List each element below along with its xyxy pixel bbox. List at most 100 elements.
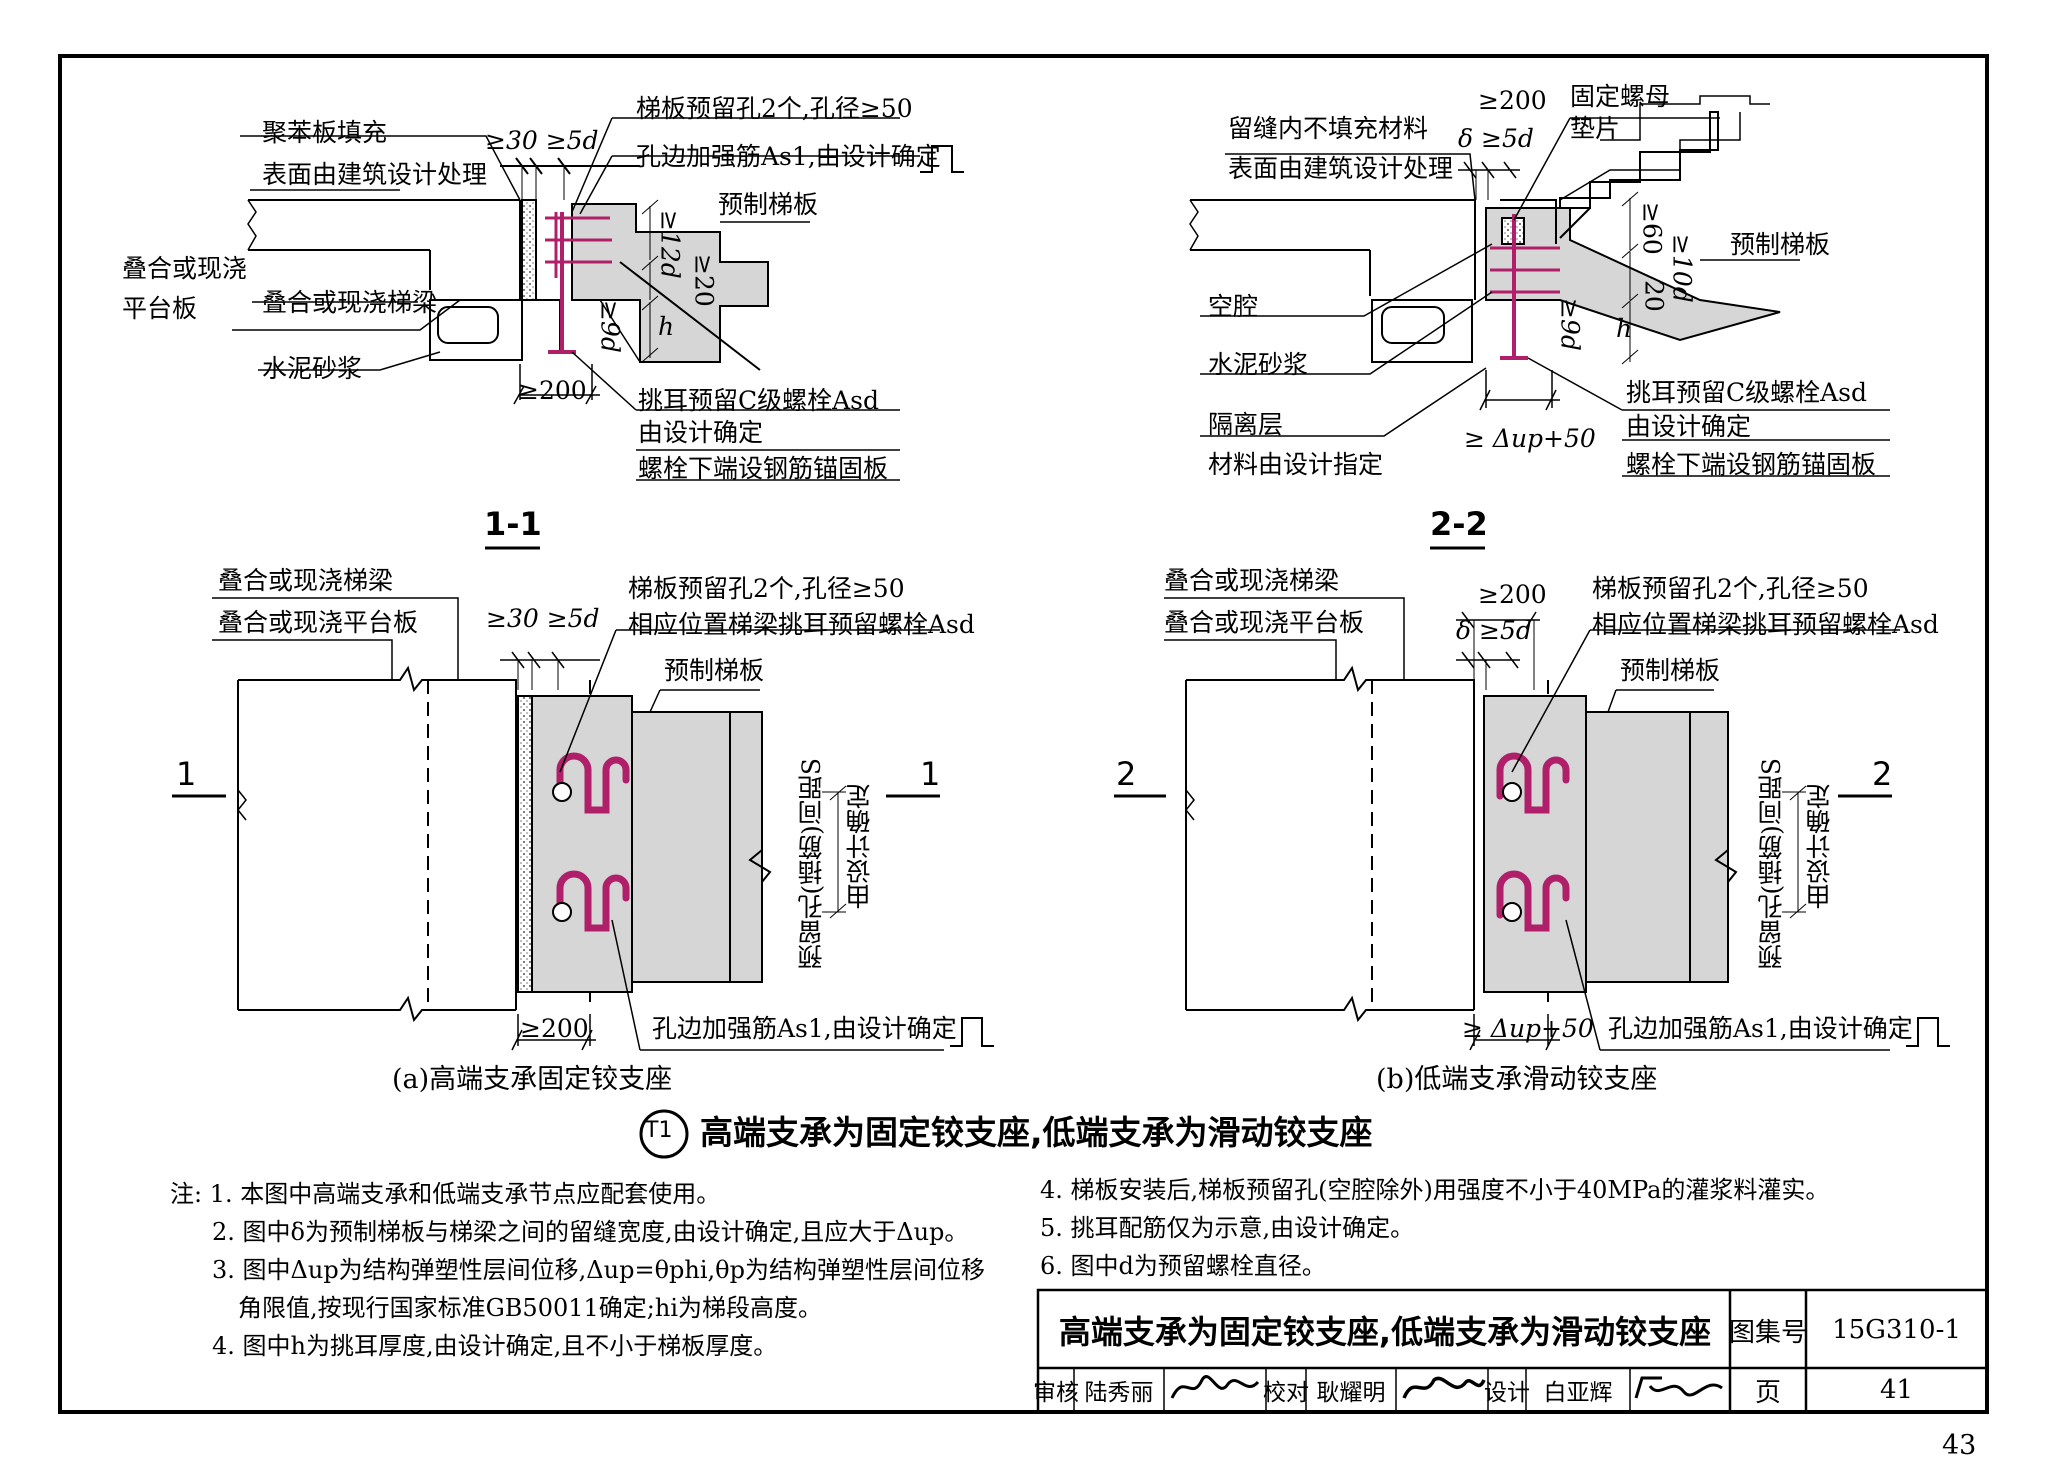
label-dim-h-2: h — [1616, 314, 1633, 343]
caption-plan-a: (a)高端支承固定铰支座 — [392, 1064, 673, 1095]
title-block-frame — [1036, 1288, 1989, 1414]
caption-plan-b: (b)低端支承滑动铰支座 — [1376, 1064, 1658, 1095]
label-plan-b-holes: 梯板预留孔2个,孔径≥50 — [1592, 574, 1869, 603]
label-plan-a-spacing: 预留孔(插筋)间距S — [797, 758, 826, 970]
label-plan-b-holes-2: 相应位置梯梁挑耳预留螺栓Asd — [1592, 610, 1939, 639]
page-number: 43 — [1942, 1430, 1977, 1461]
label-plan-a-beam: 叠合或现浇梯梁 — [218, 566, 394, 595]
title-block-designer: 白亚辉 — [1543, 1380, 1613, 1406]
label-plan-b-delta: δ ≥5d — [1456, 616, 1532, 645]
label-hole-rebar-1: 孔边加强筋As1,由设计确定 — [636, 142, 941, 171]
label-plan-a-200: ≥200 — [520, 1014, 589, 1043]
cut-mark-1-right: 1 — [920, 755, 941, 793]
label-dim-60: ≥60 — [1637, 202, 1667, 255]
label-dim-h-1: h — [658, 312, 675, 341]
note-3: 3. 图中Δup为结构弹塑性层间位移,Δup=θphi,θp为结构弹塑性层间位移 — [212, 1256, 985, 1284]
label-gap-dims-1: ≥30 ≥5d — [485, 126, 599, 155]
plan-b-drawing — [1114, 597, 1950, 1051]
title-block-page-number: 41 — [1879, 1375, 1914, 1405]
title-block-title: 高端支承为固定铰支座,低端支承为滑动铰支座 — [1058, 1313, 1712, 1351]
note-6: 5. 挑耳配筋仅为示意,由设计确定。 — [1040, 1214, 1415, 1242]
label-plan-a-gap-dims: ≥30 ≥5d — [486, 604, 600, 633]
figure-badge: T1 — [645, 1118, 673, 1143]
label-isolation-2: 材料由设计指定 — [1208, 450, 1384, 479]
label-plan-b-hole-rebar: 孔边加强筋As1,由设计确定 — [1608, 1014, 1913, 1043]
label-gap-fill-2: 留缝内不填充材料 — [1228, 114, 1429, 143]
section-1-1-title: 1-1 — [484, 505, 542, 543]
signature-reviewer — [1170, 1375, 1260, 1399]
label-bolt-1b: 由设计确定 — [638, 418, 764, 447]
label-plan-a-holes: 梯板预留孔2个,孔径≥50 — [628, 574, 905, 603]
signature-designer — [1634, 1376, 1723, 1399]
label-nut: 固定螺母 — [1570, 82, 1671, 111]
label-bolt-2b: 由设计确定 — [1626, 412, 1752, 441]
label-plan-b-beam: 叠合或现浇梯梁 — [1164, 566, 1340, 595]
label-delta-2: δ ≥5d — [1458, 124, 1534, 153]
label-plan-b-du: ≥ Δup+50 — [1462, 1014, 1594, 1043]
title-block-atlas-number: 15G310-1 — [1832, 1315, 1961, 1345]
figure-badge-circle — [639, 1109, 689, 1159]
label-surface-2: 表面由建筑设计处理 — [1228, 154, 1454, 183]
label-beam-1: 叠合或现浇梯梁 — [262, 288, 438, 317]
label-dim-200-2: ≥200 — [1478, 86, 1547, 115]
label-anchor-2: 螺栓下端设钢筋锚固板 — [1626, 450, 1877, 479]
title-block-check-label: 校对 — [1263, 1380, 1309, 1406]
label-du-2: ≥ Δup+50 — [1464, 424, 1596, 453]
label-holes-1: 梯板预留孔2个,孔径≥50 — [636, 94, 913, 123]
label-plan-b-spacing-2: 由设计确定 — [1805, 784, 1834, 909]
label-dim-20-2: 20 — [1639, 280, 1669, 312]
label-anchor-1: 螺栓下端设钢筋锚固板 — [638, 454, 889, 483]
title-block-checker: 耿耀明 — [1316, 1380, 1386, 1406]
label-foam-fill: 聚苯板填充 — [262, 118, 388, 147]
section-2-2-title: 2-2 — [1430, 505, 1488, 543]
title-block-page-label: 页 — [1754, 1377, 1781, 1408]
label-dim-9d-2: ≥9d — [1555, 298, 1585, 351]
cut-mark-2-left: 2 — [1116, 755, 1137, 793]
title-block-design-label: 设计 — [1484, 1380, 1530, 1406]
label-plan-b-spacing: 预留孔(插筋)间距S — [1757, 758, 1786, 970]
label-plan-a-hole-rebar: 孔边加强筋As1,由设计确定 — [652, 1014, 957, 1043]
cut-mark-2-right: 2 — [1872, 755, 1893, 793]
plan-a-drawing — [172, 597, 994, 1051]
label-dim-200-1: ≥200 — [518, 376, 587, 405]
label-surface-1: 表面由建筑设计处理 — [262, 160, 488, 189]
label-dim-10d: ≥10d — [1667, 234, 1697, 303]
section-1-1-drawing — [232, 117, 964, 481]
note-2: 2. 图中δ为预制梯板与梯梁之间的留缝宽度,由设计确定,且应大于Δup。 — [212, 1218, 969, 1246]
label-dim-12d: ≥12d — [655, 210, 685, 279]
label-platform-1b: 平台板 — [122, 294, 198, 323]
label-plan-a-spacing-2: 由设计确定 — [845, 784, 874, 909]
label-plan-b-200: ≥200 — [1478, 580, 1547, 609]
label-cavity: 空腔 — [1208, 292, 1259, 321]
note-3b: 角限值,按现行国家标准GB50011确定;hi为梯段高度。 — [238, 1294, 823, 1322]
label-plan-b-precast: 预制梯板 — [1620, 656, 1721, 685]
label-dim-20-1: ≥20 — [689, 254, 719, 307]
note-4: 4. 图中h为挑耳厚度,由设计确定,且不小于梯板厚度。 — [212, 1332, 778, 1360]
note-1: 注: 1. 本图中高端支承和低端支承节点应配套使用。 — [170, 1180, 721, 1208]
sheet-border — [58, 54, 1989, 1414]
label-mortar-1: 水泥砂浆 — [262, 354, 363, 383]
label-mortar-2: 水泥砂浆 — [1208, 350, 1309, 379]
label-plan-a-platform: 叠合或现浇平台板 — [218, 608, 419, 637]
label-dim-9d-1: ≥9d — [595, 300, 625, 353]
label-plan-a-precast: 预制梯板 — [664, 656, 765, 685]
note-7: 6. 图中d为预留螺栓直径。 — [1040, 1252, 1326, 1280]
section-2-2-drawing — [1189, 95, 1890, 477]
label-precast-2: 预制梯板 — [1730, 230, 1831, 259]
note-5: 4. 梯板安装后,梯板预留孔(空腔除外)用强度不小于40MPa的灌浆料灌实。 — [1040, 1176, 1830, 1204]
label-bolt-1: 挑耳预留C级螺栓Asd — [638, 386, 880, 415]
figure-title: 高端支承为固定铰支座,低端支承为滑动铰支座 — [700, 1113, 1373, 1152]
label-bolt-2: 挑耳预留C级螺栓Asd — [1626, 378, 1868, 407]
label-washer: 垫片 — [1570, 114, 1621, 143]
title-block-reviewer: 陆秀丽 — [1084, 1380, 1154, 1406]
cut-mark-1-left: 1 — [176, 755, 197, 793]
title-block-review-label: 审核 — [1033, 1380, 1079, 1406]
label-plan-a-holes-2: 相应位置梯梁挑耳预留螺栓Asd — [628, 610, 975, 639]
label-isolation: 隔离层 — [1208, 410, 1284, 439]
label-plan-b-platform: 叠合或现浇平台板 — [1164, 608, 1365, 637]
label-precast-1: 预制梯板 — [718, 190, 819, 219]
title-block-atlas-label: 图集号 — [1729, 1317, 1808, 1348]
signature-checker — [1402, 1376, 1486, 1399]
label-platform-1: 叠合或现浇 — [122, 254, 248, 283]
